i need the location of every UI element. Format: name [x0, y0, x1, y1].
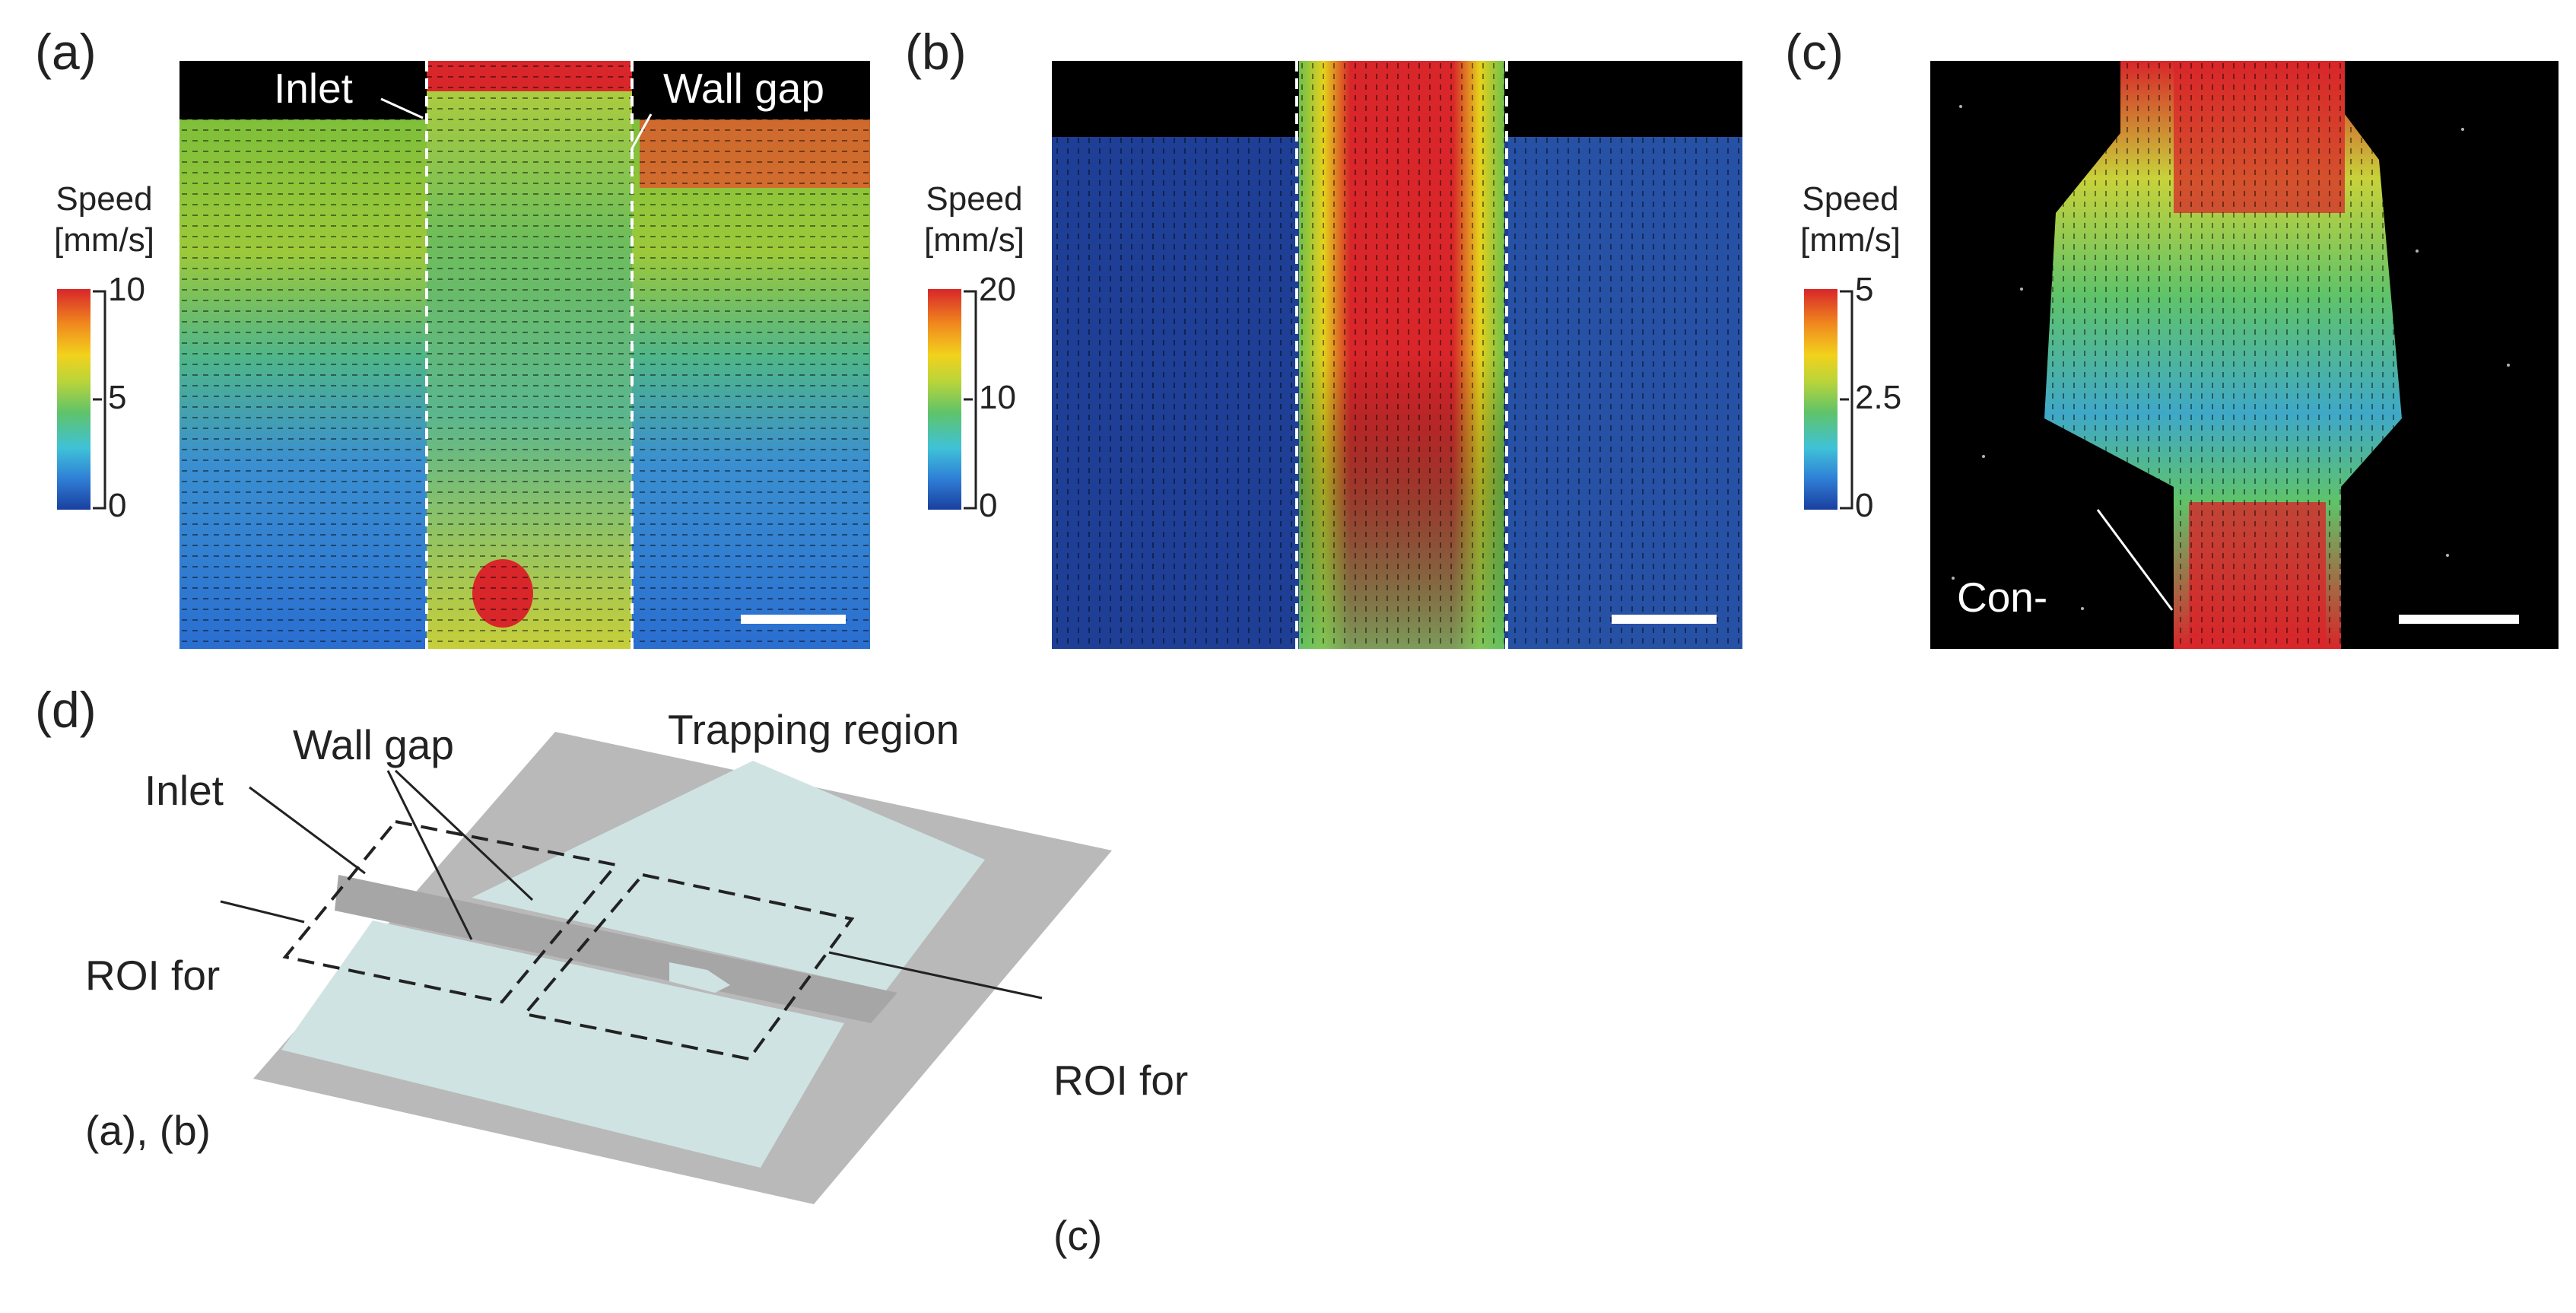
colorbar-title-c: Speed [mm/s]: [1778, 179, 1923, 261]
colorbar-a: [57, 289, 91, 510]
schematic-label-wall-gap: Wall gap: [293, 721, 454, 768]
roi-c-line1: ROI for: [1053, 1057, 1189, 1104]
colorbar-b-tick-mid: 10: [979, 379, 1016, 416]
flow-field-image-a: [179, 61, 870, 649]
inlet-leader: [249, 786, 366, 875]
colorbar-title-line1: Speed: [1802, 180, 1899, 218]
trapping-chamber-lower: [281, 920, 844, 1168]
colorbar-c-tick-mid: 2.5: [1855, 379, 1902, 416]
roi-ab-line2: (a), (b): [85, 1107, 211, 1154]
scale-bar-a: [741, 615, 846, 624]
annotation-inlet-a: Inlet: [274, 65, 353, 112]
roi-ab-line1: ROI for: [85, 952, 221, 999]
channel-constriction: [669, 962, 730, 993]
schematic-label-inlet: Inlet: [145, 767, 224, 814]
flow-field-image-b: [1052, 61, 1742, 649]
panel-label-d: (d): [35, 682, 97, 738]
colorbar-b: [928, 289, 961, 510]
colorbar-a-tick-mid: 5: [108, 379, 127, 416]
colorbar-title-line1: Speed: [56, 180, 153, 218]
roi-c-line2: (c): [1053, 1212, 1103, 1259]
schematic-label-roi-ab: ROI for (a), (b): [85, 846, 220, 1208]
microchannel: [335, 875, 897, 1023]
constriction-line2: striction: [1957, 729, 2101, 776]
annotation-wall-gap-a: Wall gap: [663, 65, 824, 112]
schematic-label-roi-c: ROI for (c): [1053, 951, 1188, 1313]
colorbar-b-tick-max: 20: [979, 271, 1016, 308]
wall-gap-line-1: [386, 770, 473, 940]
colorbar-title-line2: [mm/s]: [54, 221, 154, 259]
flow-field-image-c: [1930, 61, 2559, 649]
roi-ab-leader: [220, 900, 305, 924]
annotation-constriction-c: Con- striction: [1957, 468, 2101, 830]
colorbar-title-line2: [mm/s]: [1800, 221, 1901, 259]
scale-bar-b: [1612, 615, 1717, 624]
colorbar-a-tick-min: 0: [108, 487, 127, 524]
wall-gap-line-2: [394, 769, 534, 901]
panel-label-b: (b): [905, 24, 967, 80]
colorbar-c: [1804, 289, 1838, 510]
colorbar-title-line1: Speed: [926, 180, 1023, 218]
constriction-line1: Con-: [1957, 574, 2048, 621]
trapping-chamber-upper: [472, 761, 985, 990]
device-schematic-d: [220, 732, 1112, 1204]
colorbar-a-tick-max: 10: [108, 271, 145, 308]
panel-label-a: (a): [35, 24, 97, 80]
colorbar-title-b: Speed [mm/s]: [902, 179, 1047, 261]
scale-bar-c: [2399, 615, 2519, 624]
schematic-label-trapping-region: Trapping region: [668, 706, 960, 753]
colorbar-b-tick-min: 0: [979, 487, 998, 524]
colorbar-c-tick-min: 0: [1855, 487, 1874, 524]
roi-c-leader: [828, 951, 1043, 1000]
colorbar-title-line2: [mm/s]: [924, 221, 1024, 259]
roi-c-outline: [522, 873, 855, 1061]
colorbar-c-tick-max: 5: [1855, 271, 1874, 308]
roi-ab-outline: [282, 819, 619, 1004]
colorbar-title-a: Speed [mm/s]: [32, 179, 176, 261]
panel-label-c: (c): [1785, 24, 1844, 80]
